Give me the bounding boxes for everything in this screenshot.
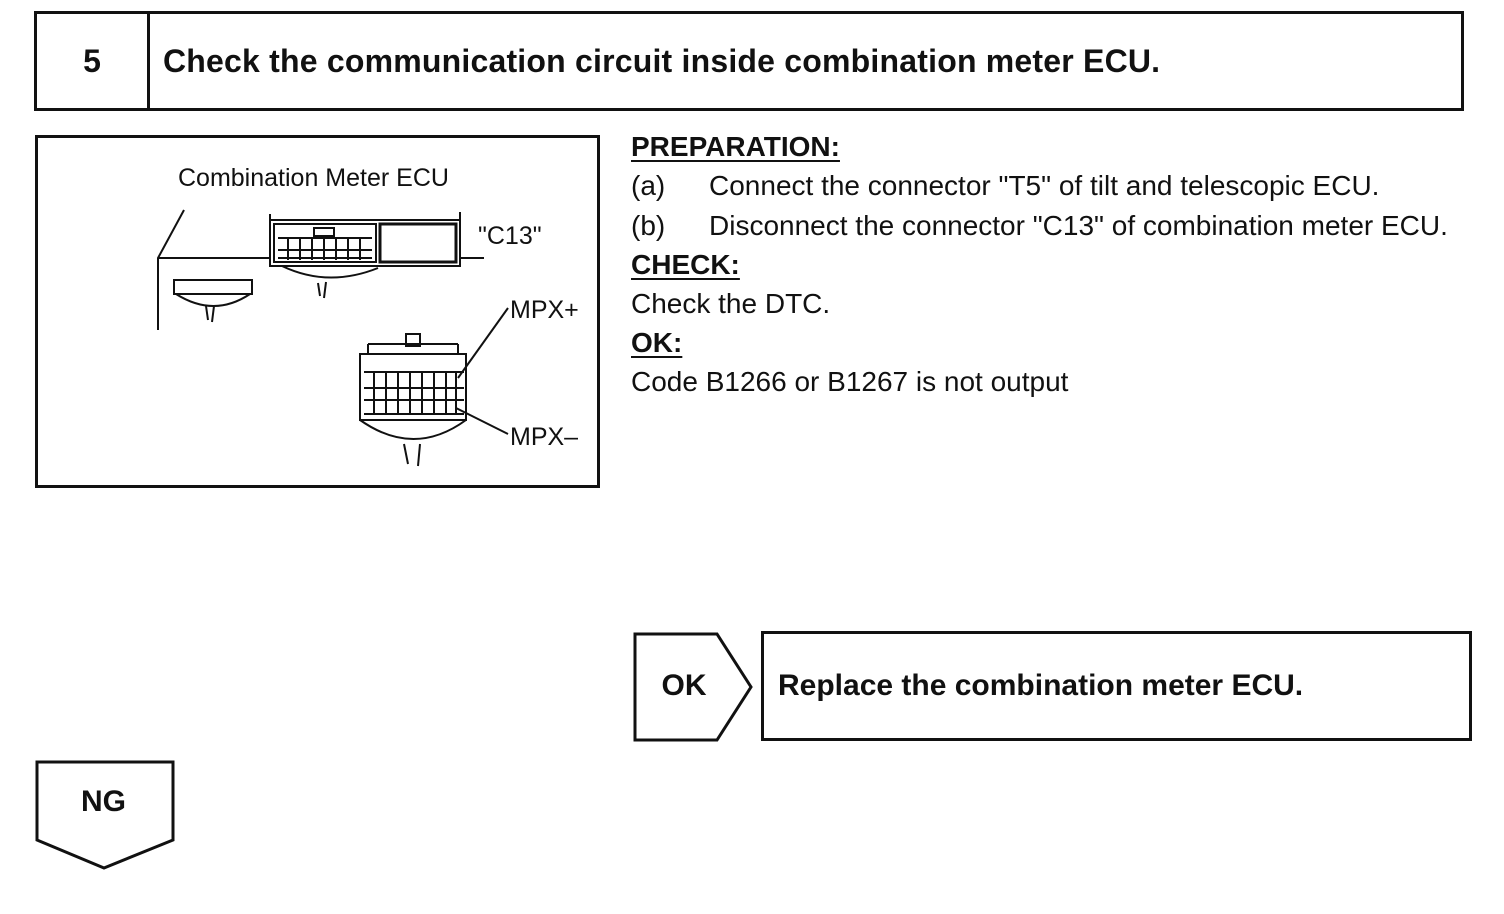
check-heading: CHECK:: [631, 249, 740, 280]
connector-label: "C13": [478, 222, 542, 250]
figure-title: Combination Meter ECU: [178, 164, 449, 192]
ok-criteria: Code B1266 or B1267 is not output: [631, 366, 1069, 397]
ok-arrow-shape: [633, 632, 753, 742]
ng-arrow-shape: [35, 760, 175, 870]
procedure-content: PREPARATION: (a) Connect the connector "…: [631, 128, 1471, 402]
preparation-item-b: (b) Disconnect the connector "C13" of co…: [631, 206, 1471, 246]
meter-connector: [269, 219, 461, 299]
item-text: Disconnect the connector "C13" of combin…: [709, 210, 1448, 241]
item-marker: (b): [631, 210, 666, 241]
item-text: Connect the connector "T5" of tilt and t…: [709, 170, 1380, 201]
ok-action-box: Replace the combination meter ECU.: [761, 631, 1472, 741]
ok-heading: OK:: [631, 327, 683, 358]
preparation-item-a: (a) Connect the connector "T5" of tilt a…: [631, 166, 1471, 206]
step-title: Check the communication circuit inside c…: [163, 42, 1161, 79]
pin-minus-label: MPX–: [510, 423, 578, 451]
item-marker: (a): [631, 170, 666, 201]
pin-plus-label: MPX+: [510, 296, 579, 324]
meter-bracket: [173, 279, 253, 323]
connector-diagram: Combination Meter ECU "C13" MPX+ MPX–: [157, 164, 579, 467]
ok-label: OK: [661, 669, 707, 702]
leader-lines: [455, 307, 509, 435]
step-header: 5 Check the communication circuit inside…: [34, 11, 1464, 111]
connector-c13-detail: [359, 333, 467, 467]
check-text: Check the DTC.: [631, 288, 831, 319]
ok-action-text: Replace the combination meter ECU.: [778, 669, 1304, 702]
ng-label: NG: [81, 785, 126, 818]
step-number: 5: [37, 14, 150, 108]
preparation-heading: PREPARATION:: [631, 131, 840, 162]
connector-figure: Combination Meter ECU "C13" MPX+ MPX–: [35, 135, 600, 488]
